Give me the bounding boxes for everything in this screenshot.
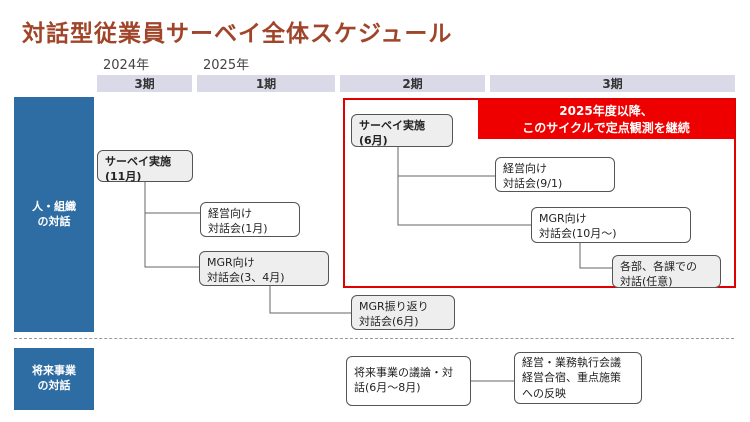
mgmt-dialog-sep-box: 経営向け 対話会(9/1) — [495, 157, 615, 192]
connector-mgr-to-review — [269, 286, 351, 314]
period-header-3-2024: 3期 — [97, 75, 192, 92]
mgr-review-dialog-box: MGR振り返り 対話会(6月) — [351, 295, 455, 330]
survey-jun-box: サーベイ実施 (6月) — [351, 114, 453, 147]
year-label-2025: 2025年 — [203, 58, 250, 73]
row-label-future-business: 将来事業 の対話 — [14, 348, 94, 410]
row-divider — [14, 338, 734, 339]
period-header-3-2025: 3期 — [490, 75, 735, 92]
connector-mgr-to-dept — [579, 243, 612, 269]
connector-survey-to-mgr-oct — [397, 176, 531, 226]
continuation-banner: 2025年度以降、 このサイクルで定点観測を継続 — [478, 100, 734, 139]
mgmt-dialog-jan-box: 経営向け 対話会(1月) — [200, 202, 300, 237]
period-header-1: 1期 — [197, 75, 335, 92]
year-label-2024: 2024年 — [103, 58, 150, 73]
mgr-dialog-mar-box: MGR向け 対話会(3、4月) — [199, 251, 329, 286]
continuation-highlight-frame — [343, 98, 736, 288]
mgr-dialog-oct-box: MGR向け 対話会(10月～) — [531, 207, 691, 243]
future-business-discussion-box: 将来事業の議論・対 話(6月～8月) — [346, 356, 471, 406]
page-title: 対話型従業員サーベイ全体スケジュール — [22, 21, 453, 47]
survey-nov-box: サーベイ実施 (11月) — [97, 150, 193, 183]
row-label-people-org: 人・組織 の対話 — [14, 97, 94, 332]
connector-survey-to-mgr — [144, 213, 199, 268]
period-header-2: 2期 — [340, 75, 485, 92]
exec-meeting-reflection-box: 経営・業務執行会議 経営合宿、重点施策 への反映 — [514, 352, 642, 404]
dept-dialog-box: 各部、各課での 対話(任意) — [612, 255, 721, 288]
connector-survey-to-mgmt — [144, 181, 200, 214]
